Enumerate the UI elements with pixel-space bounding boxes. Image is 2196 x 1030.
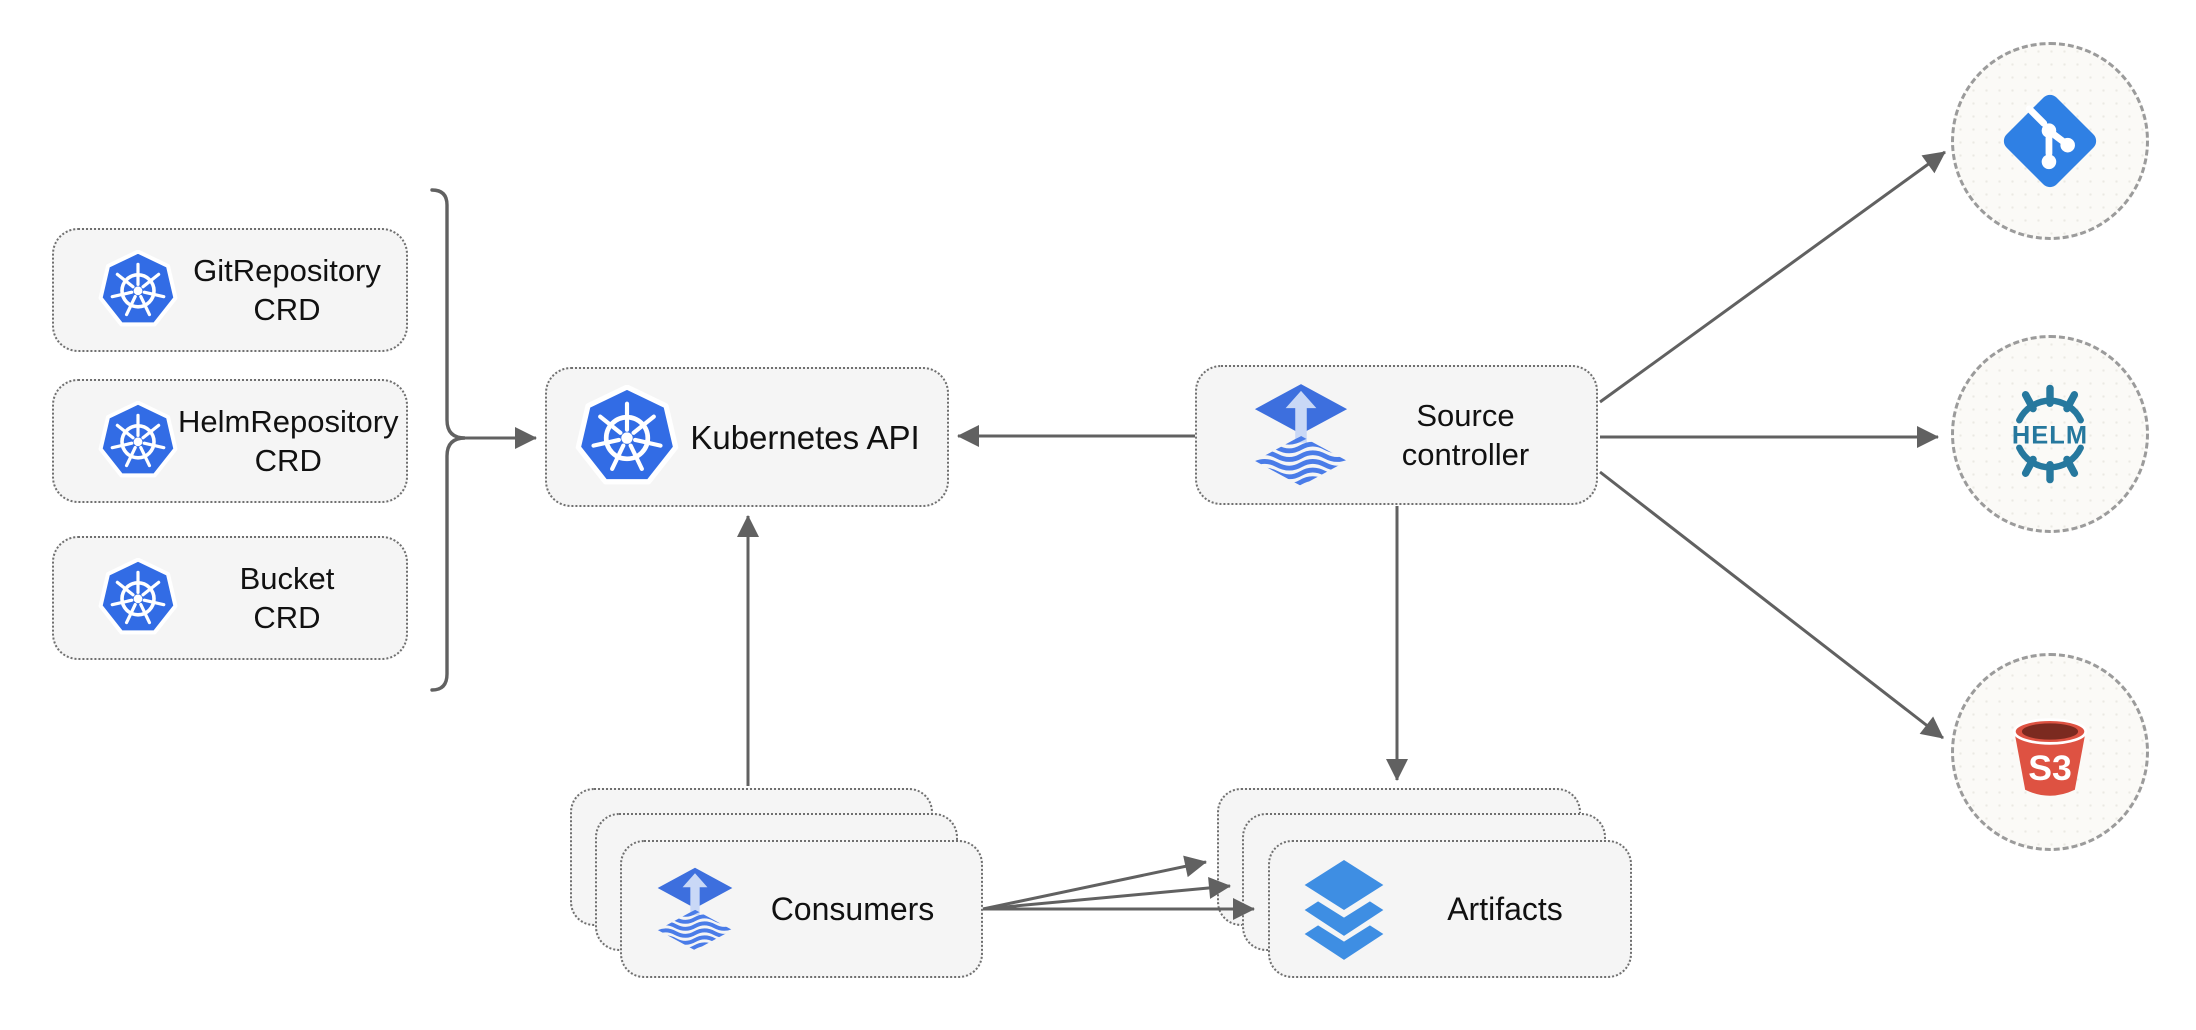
arrow-consumers-to-artifacts-1 xyxy=(982,855,1207,911)
crd-group-brace xyxy=(430,188,466,692)
kubernetes-icon xyxy=(98,558,178,638)
external-helm-repository xyxy=(1951,335,2149,533)
external-git-repository xyxy=(1951,42,2149,240)
arrow-consumers-to-artifacts-2 xyxy=(982,876,1231,911)
node-label: Consumers xyxy=(770,890,935,927)
node-label: Kubernetes API xyxy=(690,418,920,456)
kubernetes-icon xyxy=(98,401,178,481)
node-artifacts: Artifacts xyxy=(1268,840,1632,978)
layers-icon xyxy=(1296,856,1392,962)
kubernetes-icon xyxy=(575,385,679,489)
node-label: Source controller xyxy=(1349,396,1582,474)
git-icon xyxy=(1998,89,2102,193)
s3-bucket-icon xyxy=(1996,698,2104,806)
label-line1: Source xyxy=(1416,398,1515,433)
node-source-controller: Source controller xyxy=(1195,365,1598,505)
arrow-source-controller-to-git xyxy=(1599,150,1946,404)
flux-source-controller-icon xyxy=(1253,383,1349,487)
node-label: GitRepository CRD xyxy=(178,251,396,329)
label-line2: CRD xyxy=(253,292,321,327)
node-bucket-crd: Bucket CRD xyxy=(52,536,408,660)
kubernetes-icon xyxy=(98,250,178,330)
arrow-source-controller-to-s3 xyxy=(1599,470,1944,740)
label-line2: CRD xyxy=(254,443,322,478)
label-line1: HelmRepository xyxy=(178,404,399,439)
node-label: Artifacts xyxy=(1447,890,1563,927)
node-kubernetes-api: Kubernetes API xyxy=(545,367,949,507)
helm-icon xyxy=(1997,381,2103,487)
label-line2: CRD xyxy=(253,600,321,635)
external-s3-bucket xyxy=(1951,653,2149,851)
node-consumers: Consumers xyxy=(620,840,983,978)
node-label: HelmRepository CRD xyxy=(178,402,399,480)
node-gitrepository-crd: GitRepository CRD xyxy=(52,228,408,352)
node-helmrepository-crd: HelmRepository CRD xyxy=(52,379,408,503)
label-line2: controller xyxy=(1401,437,1530,472)
node-label: Bucket CRD xyxy=(178,559,396,637)
label-line1: Bucket xyxy=(239,561,335,596)
label-line1: GitRepository xyxy=(193,253,381,288)
flux-icon xyxy=(656,867,734,951)
